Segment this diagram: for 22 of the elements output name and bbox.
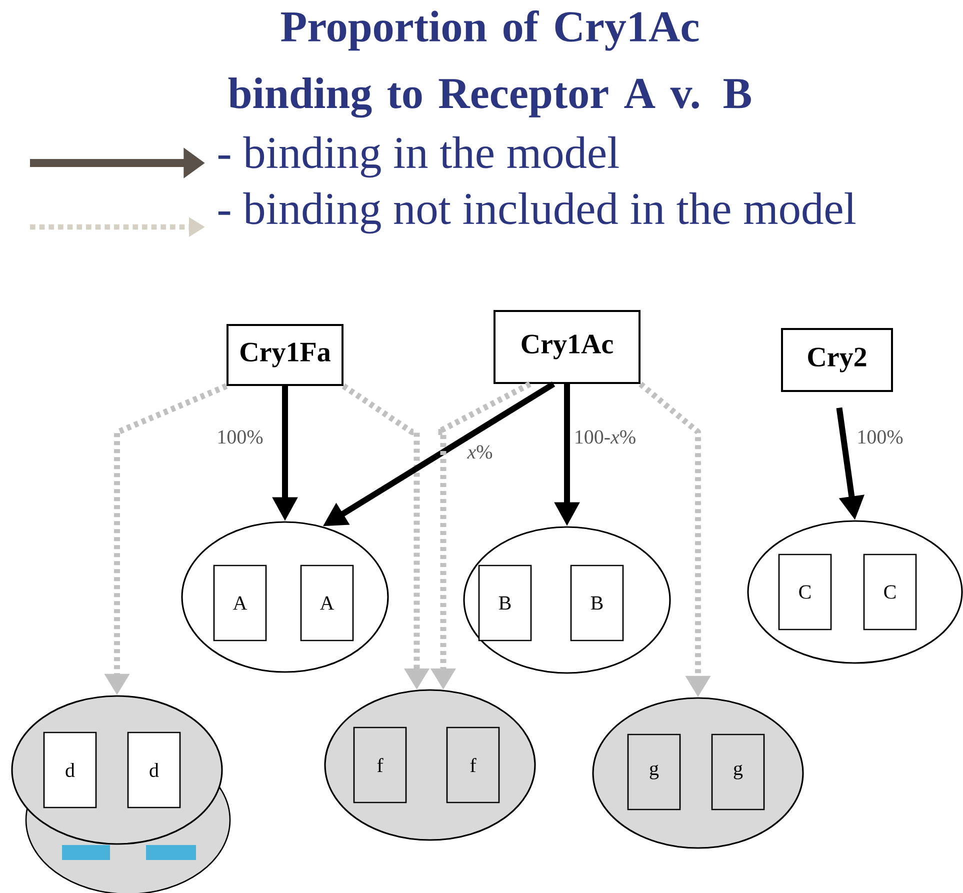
receptor-box: f xyxy=(353,726,407,804)
receptor-box: B xyxy=(478,564,532,642)
receptor-box: d xyxy=(127,732,181,808)
legend-text: - binding not included in the model xyxy=(218,192,856,234)
receptor-box: d xyxy=(43,732,97,808)
receptor-box: f xyxy=(446,726,500,804)
edge-label: x% xyxy=(466,444,494,460)
receptor-box: B xyxy=(570,564,624,642)
receptor-box: A xyxy=(300,564,354,642)
legend-text: - binding in the model xyxy=(218,136,619,178)
receptor-box: A xyxy=(213,564,267,642)
receptor-box: g xyxy=(711,734,765,810)
protein-box: Cry2 xyxy=(781,328,893,392)
protein-box: Cry1Ac xyxy=(494,310,640,384)
receptor-box: C xyxy=(863,554,917,630)
protein-box: Cry1Fa xyxy=(226,324,344,386)
title: Proportion of Cry1Ac binding to Receptor A v. B xyxy=(228,10,751,118)
edge-label: 100% xyxy=(855,428,905,446)
edge-label: 100-x% xyxy=(572,428,638,446)
receptor-box: C xyxy=(778,554,832,630)
receptor-box: g xyxy=(627,734,681,810)
edge-label: 100% xyxy=(215,428,265,446)
